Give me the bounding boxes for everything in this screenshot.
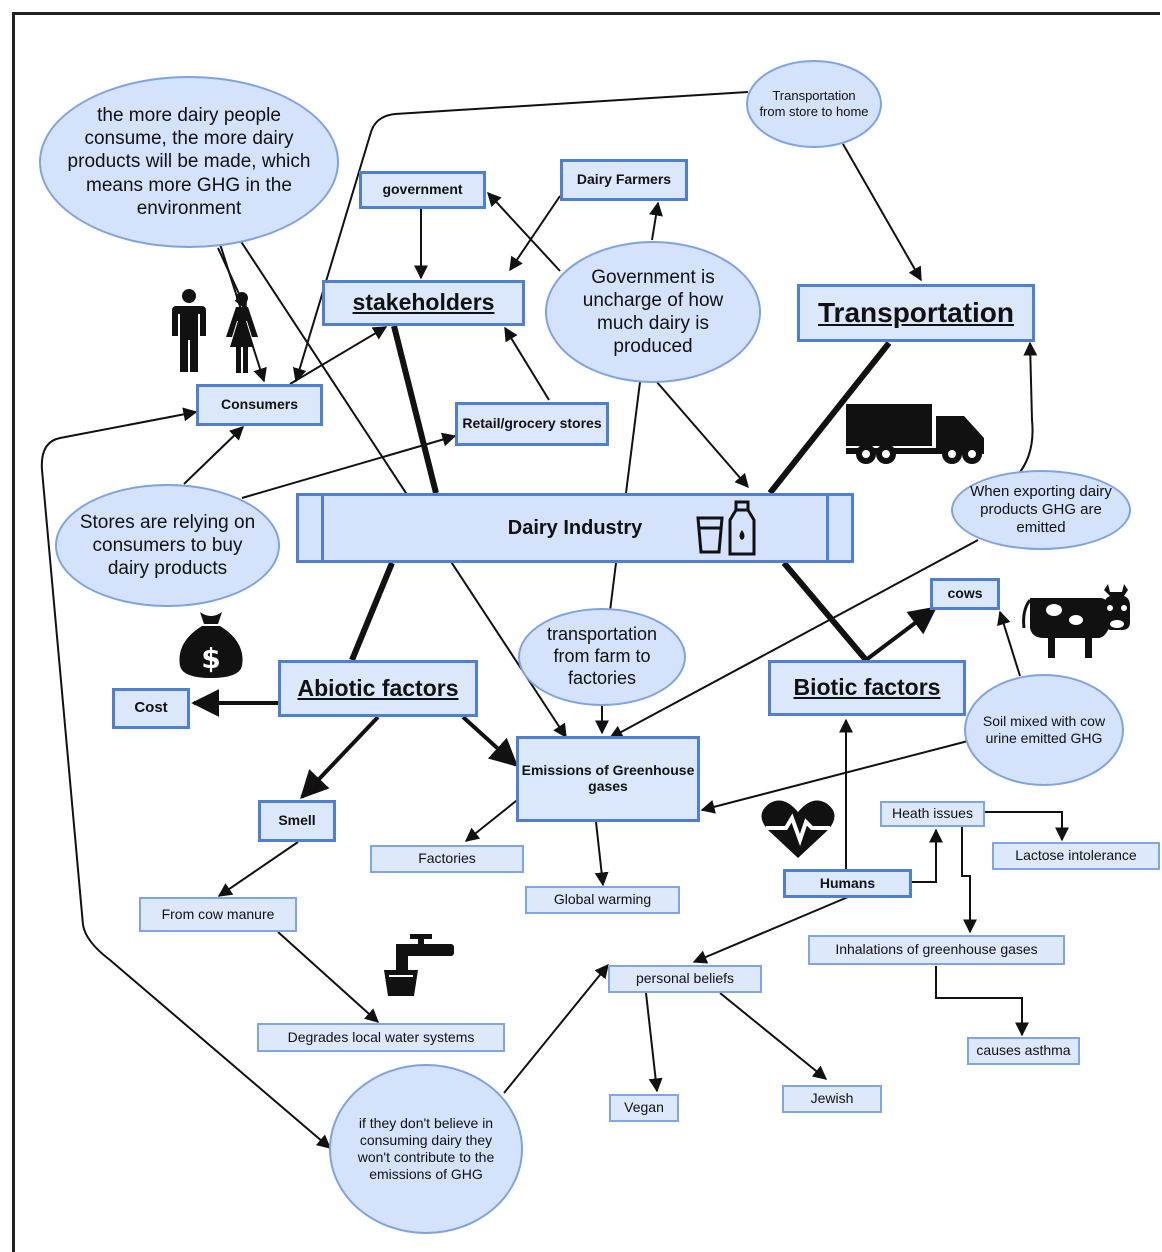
transportation-node: Transportation <box>797 284 1035 342</box>
money-bag-icon: $ <box>179 612 243 678</box>
factories-node: Factories <box>370 845 524 873</box>
abiotic-factors-node: Abiotic factors <box>278 660 478 717</box>
milk-icon <box>696 500 756 556</box>
global-warming-node: Global warming <box>525 886 680 914</box>
consumers-node: Consumers <box>196 384 323 426</box>
lactose-intolerance-node: Lactose intolerance <box>992 842 1160 870</box>
water-tap-icon <box>384 934 454 996</box>
cows-node: cows <box>930 578 1000 610</box>
dairy-farmers-node: Dairy Farmers <box>560 159 688 201</box>
government-node: government <box>359 171 486 209</box>
cow-icon <box>1022 584 1130 658</box>
truck-icon <box>846 404 984 464</box>
cost-node: Cost <box>112 688 190 729</box>
page-frame <box>12 12 1160 1252</box>
retail-stores-node: Retail/grocery stores <box>455 402 609 446</box>
transport-farm-note: transportation from farm to factories <box>518 608 686 706</box>
humans-node: Humans <box>783 869 912 898</box>
heart-pulse-icon <box>761 800 835 858</box>
dairy-bar-left-cap <box>299 496 324 560</box>
dairy-industry-label: Dairy Industry <box>507 516 643 539</box>
government-uncharge-note: Government is uncharge of how much dairy… <box>545 241 761 383</box>
vegan-node: Vegan <box>609 1094 679 1122</box>
jewish-node: Jewish <box>782 1085 882 1113</box>
exporting-note: When exporting dairy products GHG are em… <box>951 470 1131 550</box>
stakeholders-node: stakeholders <box>322 280 525 326</box>
stores-relying-note: Stores are relying on consumers to buy d… <box>55 484 280 607</box>
transport-store-home-note: Transportation from store to home <box>746 60 882 148</box>
dairy-bar-right-cap <box>826 496 851 560</box>
dairy-industry-node: Dairy Industry <box>296 493 854 563</box>
biotic-factors-node: Biotic factors <box>768 660 966 716</box>
causes-asthma-node: causes asthma <box>967 1037 1080 1065</box>
from-cow-manure-node: From cow manure <box>139 897 297 932</box>
health-issues-node: Heath issues <box>880 801 985 827</box>
more-dairy-note: the more dairy people consume, the more … <box>39 76 339 248</box>
degrades-water-node: Degrades local water systems <box>257 1023 505 1052</box>
soil-urine-note: Soil mixed with cow urine emitted GHG <box>964 674 1124 786</box>
smell-node: Smell <box>258 800 336 842</box>
inhalations-node: Inhalations of greenhouse gases <box>808 935 1065 965</box>
personal-beliefs-node: personal beliefs <box>608 965 762 993</box>
people-icon <box>172 289 258 373</box>
emissions-node: Emissions of Greenhouse gases <box>516 736 700 822</box>
dont-believe-note: if they don't believe in consuming dairy… <box>329 1064 523 1234</box>
svg-text:$: $ <box>201 642 220 675</box>
